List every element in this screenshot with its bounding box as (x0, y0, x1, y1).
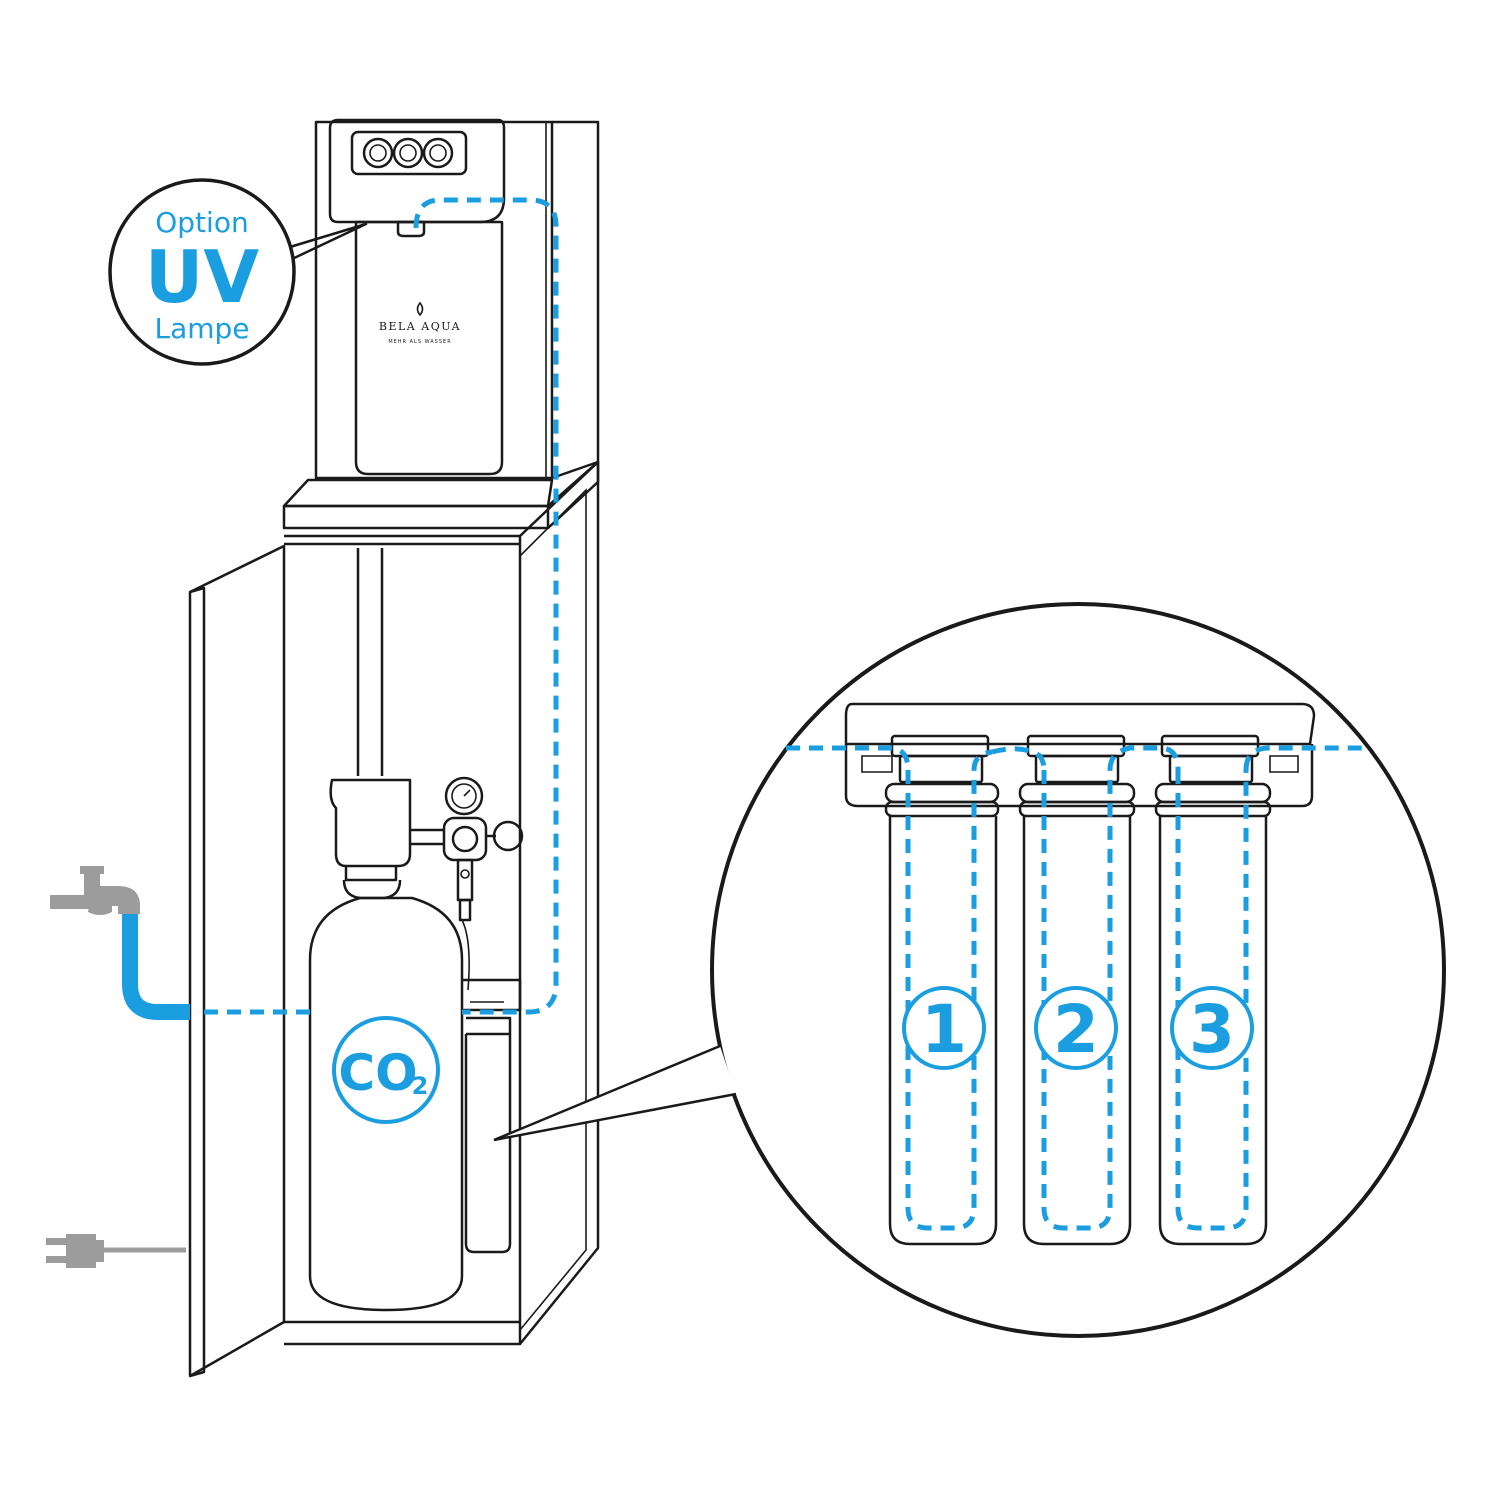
water-supply (50, 866, 190, 1020)
filter-number-1: 1 (921, 991, 967, 1068)
filter-zoom-callout: 1 2 3 (492, 602, 1446, 1338)
cabinet-door (188, 544, 286, 1378)
co2-badge: CO 2 (332, 1016, 440, 1124)
filter-cartridge-1: 1 (861, 734, 1000, 1246)
brand-tagline: MEHR ALS WASSER (388, 339, 451, 345)
brand-logo: BELA AQUA MEHR ALS WASSER (379, 301, 461, 345)
power-supply (46, 1234, 186, 1268)
cabinet-filter-unit (462, 978, 522, 1254)
uv-option-label: Option (155, 206, 248, 239)
filter-number-3: 3 (1189, 991, 1235, 1068)
control-buttons (350, 130, 468, 176)
dispenser-cabinet: BELA AQUA MEHR ALS WASSER (188, 118, 600, 1378)
filter-cartridge-2: 2 (1018, 734, 1136, 1246)
faucet-icon (50, 866, 140, 915)
water-flow-path (204, 197, 559, 1015)
uv-lamp-callout: Option UV Lampe (108, 178, 368, 366)
uv-lamp-label: Lampe (154, 312, 249, 345)
co2-bottle (308, 776, 524, 1312)
co2-regulator (410, 776, 524, 991)
filter-number-2: 2 (1053, 991, 1099, 1068)
co2-label: CO (338, 1044, 417, 1102)
uv-title: UV (145, 235, 259, 319)
power-plug-icon (46, 1234, 104, 1268)
co2-subscript: 2 (412, 1072, 429, 1100)
brand-name: BELA AQUA (379, 320, 461, 333)
filter-cartridge-3: 3 (1154, 734, 1299, 1246)
